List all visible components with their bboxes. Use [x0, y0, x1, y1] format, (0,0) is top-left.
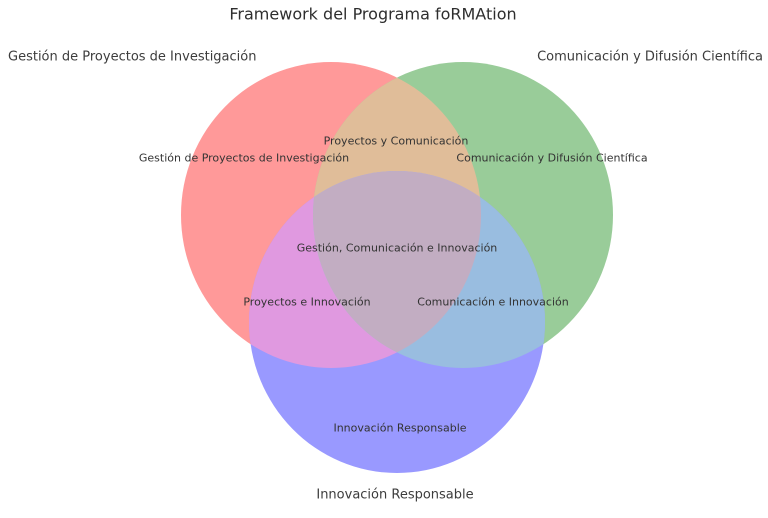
- region-label-center: Gestión, Comunicación e Innovación: [296, 241, 498, 255]
- region-label-comunicacion-e-innovacion: Comunicación e Innovación: [417, 295, 569, 309]
- set-label-gestion: Gestión de Proyectos de Investigación: [8, 49, 257, 65]
- set-label-comunicacion: Comunicación y Difusión Científica: [537, 49, 763, 65]
- region-label-proyectos-e-innovacion: Proyectos e Innovación: [243, 295, 371, 309]
- region-label-gestion-only: Gestión de Proyectos de Investigación: [138, 151, 350, 165]
- region-label-proyectos-y-comunicacion: Proyectos y Comunicación: [323, 134, 469, 148]
- center-overlap-group: [313, 171, 481, 368]
- center-overlap-region: [313, 171, 481, 368]
- figure-title: Framework del Programa foRMAtion: [229, 4, 517, 24]
- region-label-innovacion-only: Innovación Responsable: [333, 421, 467, 435]
- set-label-innovacion: Innovación Responsable: [316, 487, 474, 503]
- region-label-comunicacion-only: Comunicación y Difusión Científica: [456, 151, 648, 165]
